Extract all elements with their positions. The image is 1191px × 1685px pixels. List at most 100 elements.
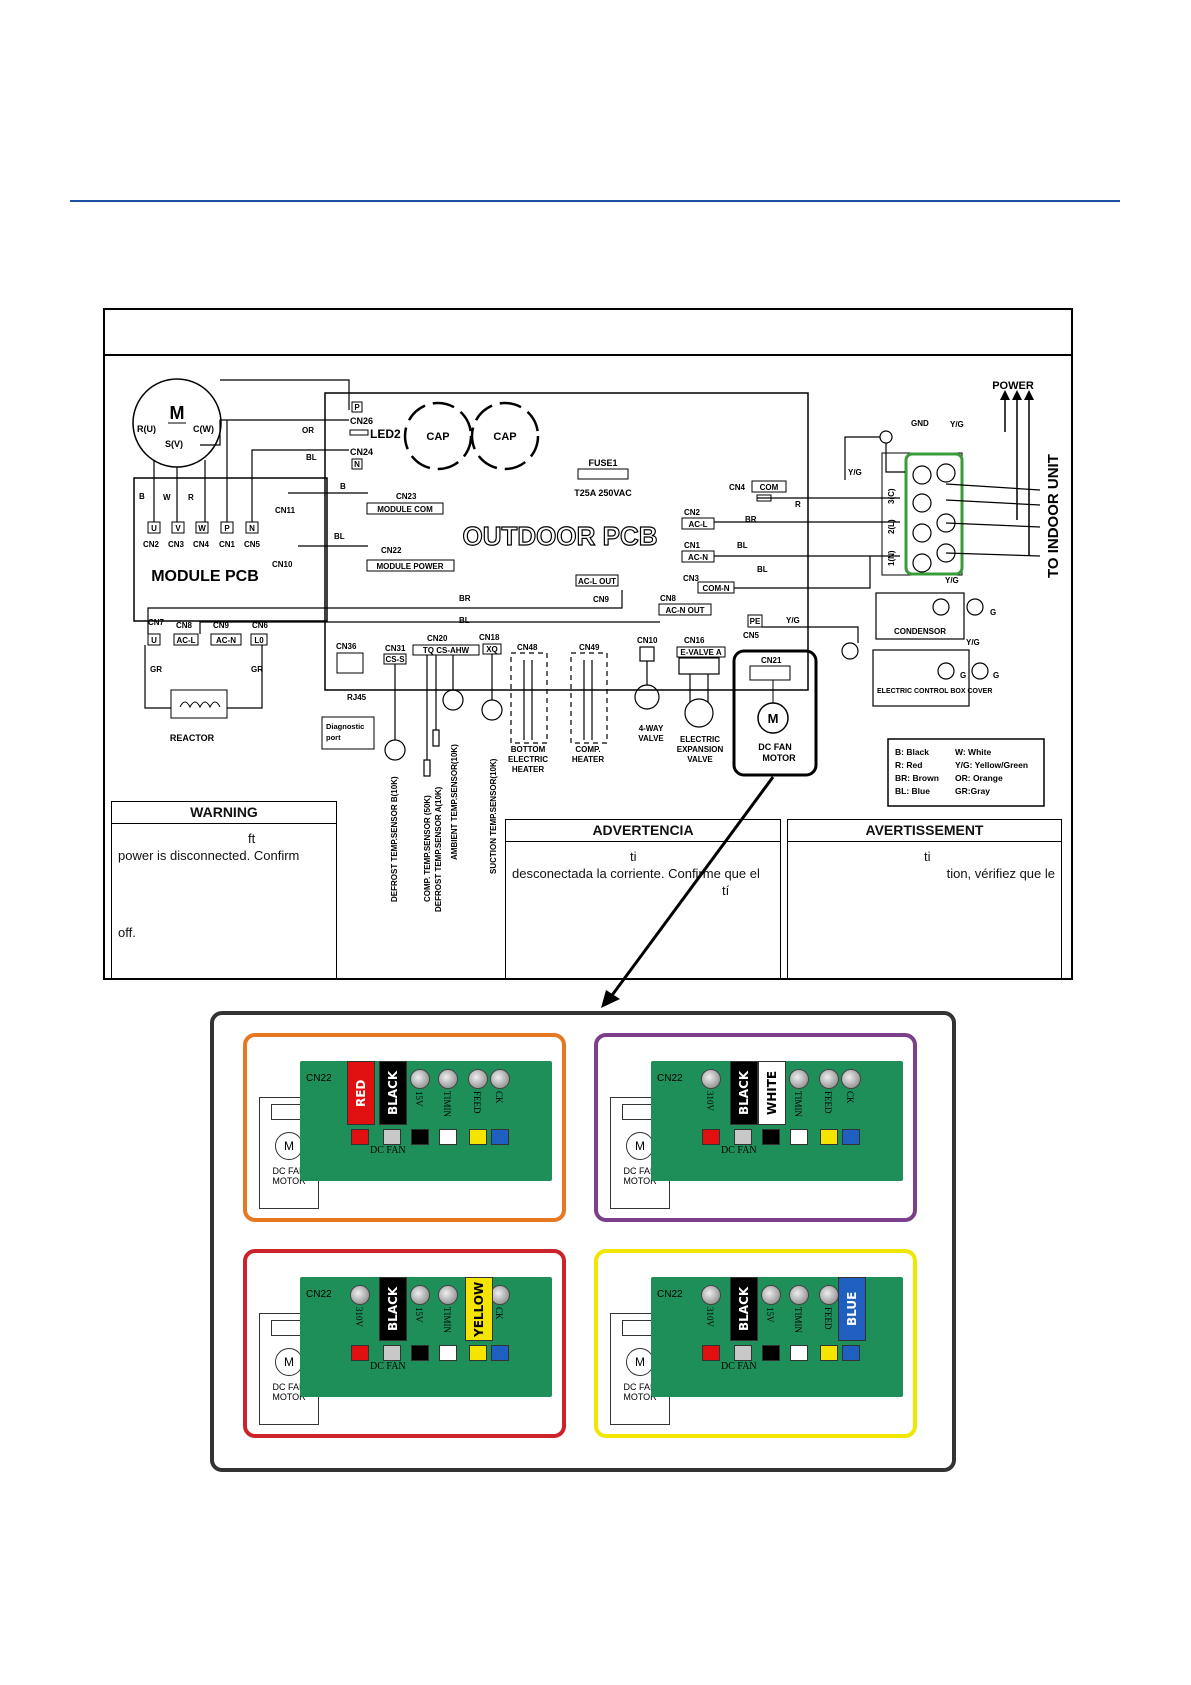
- motor-caption-2: MOTOR: [272, 1176, 306, 1186]
- svg-text:CN10: CN10: [272, 560, 293, 569]
- wire-color-tag: BLACK: [379, 1277, 407, 1341]
- svg-text:PE: PE: [750, 617, 761, 626]
- fan-wire-swatch: [411, 1129, 429, 1145]
- svg-text:V: V: [175, 524, 181, 533]
- svg-text:B: B: [139, 492, 145, 501]
- fan-connector-pin: [468, 1069, 488, 1089]
- svg-text:T25A 250VAC: T25A 250VAC: [574, 488, 632, 498]
- svg-text:COM: COM: [760, 483, 779, 492]
- fan-connector-pin: [841, 1069, 861, 1089]
- warning-line: tí: [722, 883, 730, 898]
- motor-caption-1: DC FAN: [272, 1382, 306, 1392]
- fan-pin-label: 310V: [354, 1307, 364, 1327]
- svg-text:L0: L0: [254, 636, 264, 645]
- fan-connector-pin: [410, 1285, 430, 1305]
- wire-color-tag: BLACK: [379, 1061, 407, 1125]
- fan-wire-swatch: [491, 1129, 509, 1145]
- sensor-label-suction: SUCTION TEMP.SENSOR(10K): [489, 758, 498, 874]
- svg-text:CAP: CAP: [493, 431, 516, 443]
- svg-text:AC-N: AC-N: [216, 636, 236, 645]
- svg-text:CS-S: CS-S: [385, 655, 405, 664]
- warning-title-fr: AVERTISSEMENT: [788, 820, 1061, 842]
- svg-text:CN2: CN2: [684, 508, 701, 517]
- fan-wire-swatch: [734, 1129, 752, 1145]
- svg-text:Y/G: Y/G: [786, 616, 800, 625]
- svg-text:BL: BL: [306, 453, 317, 462]
- svg-text:BR: Brown: BR: Brown: [895, 773, 939, 783]
- wire-color-tag: RED: [347, 1061, 375, 1125]
- condensor-label: CONDENSOR: [894, 627, 946, 636]
- fan-wire-swatch: [439, 1129, 457, 1145]
- fan-connector-pin: [490, 1069, 510, 1089]
- svg-text:W: W: [163, 493, 171, 502]
- fan-wire-swatch: [762, 1345, 780, 1361]
- fan-connector-pin: [819, 1069, 839, 1089]
- svg-text:CN4: CN4: [729, 483, 746, 492]
- svg-text:CN49: CN49: [579, 643, 600, 652]
- svg-text:3(C): 3(C): [887, 488, 896, 504]
- svg-text:AC-L: AC-L: [688, 520, 707, 529]
- motor-caption-1: DC FAN: [272, 1166, 306, 1176]
- warning-line: ti: [630, 849, 637, 864]
- svg-text:MOTOR: MOTOR: [762, 753, 796, 763]
- svg-text:1(N): 1(N): [887, 550, 896, 566]
- fan-panel-1: M DC FANMOTORCN22310V0V15VTIMINFEEDCKDC …: [243, 1033, 566, 1222]
- svg-text:CN6: CN6: [252, 621, 269, 630]
- fan-wire-swatch: [469, 1345, 487, 1361]
- outdoor-pcb-box: [324, 392, 809, 691]
- svg-text:AC-N OUT: AC-N OUT: [665, 606, 704, 615]
- fan-pin-label: TIMIN: [793, 1307, 803, 1333]
- svg-text:CN26: CN26: [350, 416, 373, 426]
- fan-wire-swatch: [702, 1129, 720, 1145]
- svg-text:G: G: [993, 671, 999, 680]
- svg-text:U: U: [151, 524, 157, 533]
- svg-text:DC FAN: DC FAN: [758, 742, 792, 752]
- svg-text:Diagnostic: Diagnostic: [326, 722, 364, 731]
- wire-color-tag: BLACK: [730, 1277, 758, 1341]
- fan-pin-label: FEED: [823, 1091, 833, 1114]
- svg-text:COM-N: COM-N: [702, 584, 729, 593]
- svg-text:VALVE: VALVE: [638, 734, 664, 743]
- fan-connector-pin: [490, 1285, 510, 1305]
- motor-caption-1: DC FAN: [623, 1382, 657, 1392]
- svg-text:P: P: [354, 403, 360, 412]
- svg-text:HEATER: HEATER: [512, 765, 545, 774]
- svg-text:W: W: [198, 524, 206, 533]
- fan-connector-label: CN22: [657, 1073, 683, 1084]
- svg-text:CN21: CN21: [761, 656, 782, 665]
- diagram-frame: [103, 308, 1073, 980]
- svg-text:CN4: CN4: [193, 540, 210, 549]
- svg-text:M: M: [768, 711, 779, 726]
- svg-text:R: R: [188, 493, 194, 502]
- fan-panel-4: M DC FANMOTORCN22310V0V15VTIMINFEEDCKDC …: [594, 1249, 917, 1438]
- svg-text:BL: Blue: BL: Blue: [895, 786, 930, 796]
- dc-fan-label: DC FAN: [721, 1361, 757, 1372]
- fan-photo-container: [210, 1011, 956, 1472]
- motor-m-label: M: [275, 1348, 303, 1376]
- fan-connector-pin: [350, 1285, 370, 1305]
- svg-text:TQ CS-AHW: TQ CS-AHW: [423, 646, 470, 655]
- fan-panel-3: M DC FANMOTORCN22310V0V15VTIMINFEEDCKDC …: [243, 1249, 566, 1438]
- wire-color-tag: BLACK: [730, 1061, 758, 1125]
- fan-pin-label: CK: [845, 1091, 855, 1104]
- dc-fan-highlight: [732, 649, 818, 777]
- svg-text:GR: GR: [251, 665, 263, 674]
- svg-text:MODULE POWER: MODULE POWER: [376, 562, 443, 571]
- fan-connector-pin: [789, 1069, 809, 1089]
- svg-text:EXPANSION: EXPANSION: [677, 745, 724, 754]
- svg-text:B: B: [340, 482, 346, 491]
- fan-wire-swatch: [383, 1345, 401, 1361]
- svg-text:N: N: [354, 460, 360, 469]
- fuse1: FUSE1 T25A 250VAC: [574, 458, 632, 498]
- svg-text:MODULE COM: MODULE COM: [377, 505, 433, 514]
- svg-text:CN5: CN5: [743, 631, 760, 640]
- fan-connector-pin: [761, 1285, 781, 1305]
- svg-text:BR: BR: [745, 515, 757, 524]
- box-cover-label: ELECTRIC CONTROL BOX COVER: [877, 688, 992, 695]
- fan-pin-label: CK: [494, 1307, 504, 1320]
- svg-text:CN22: CN22: [381, 546, 402, 555]
- svg-text:CN9: CN9: [213, 621, 230, 630]
- svg-text:ELECTRIC: ELECTRIC: [508, 755, 548, 764]
